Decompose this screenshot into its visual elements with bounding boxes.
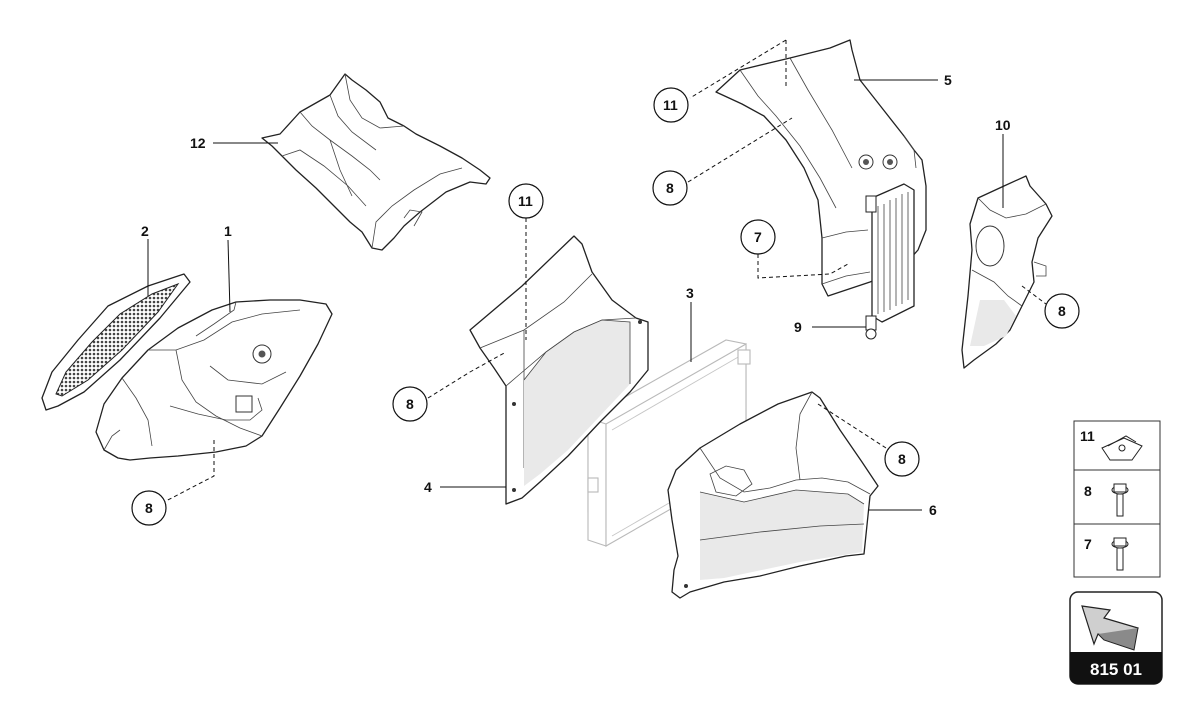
reference-code: 815 01 xyxy=(1090,660,1142,679)
label-8-top: 8 xyxy=(666,180,674,196)
circle-11-top xyxy=(653,87,689,123)
part-9-oil-cooler xyxy=(865,183,915,340)
label-5: 5 xyxy=(944,72,952,88)
label-3: 3 xyxy=(686,285,694,301)
label-7: 7 xyxy=(754,229,762,245)
dash-11-top xyxy=(689,39,787,99)
dash-8-top xyxy=(687,117,793,183)
circle-8-mid xyxy=(392,386,428,422)
legend-label-8: 8 xyxy=(1084,483,1092,499)
circle-8-top xyxy=(652,170,688,206)
label-8-lower: 8 xyxy=(898,451,906,467)
arrow-icon xyxy=(1081,605,1139,651)
part-12-duct xyxy=(261,73,491,251)
label-10: 10 xyxy=(995,117,1011,133)
dash-7 xyxy=(757,254,849,279)
hardware-legend: 11 8 7 xyxy=(1073,420,1161,578)
label-1: 1 xyxy=(224,223,232,239)
label-12: 12 xyxy=(190,135,206,151)
screw-icon xyxy=(1111,483,1129,517)
circle-8-left xyxy=(131,490,167,526)
label-6: 6 xyxy=(929,502,937,518)
label-11-mid: 11 xyxy=(518,193,533,209)
part-10-side-duct xyxy=(961,175,1053,369)
label-8-left: 8 xyxy=(145,500,153,516)
label-9: 9 xyxy=(794,319,802,335)
label-11-top: 11 xyxy=(663,97,678,113)
label-4: 4 xyxy=(424,479,432,495)
circle-8-lower xyxy=(884,441,920,477)
label-8-mid: 8 xyxy=(406,396,414,412)
legend-label-11: 11 xyxy=(1080,428,1095,444)
dash-8-left xyxy=(163,440,215,503)
part-3-radiator xyxy=(579,339,751,547)
leader-1 xyxy=(227,239,231,313)
circle-11-mid xyxy=(508,183,544,219)
circle-7 xyxy=(740,219,776,255)
part-2-mesh-grille xyxy=(41,273,191,411)
dash-8-mid xyxy=(427,351,507,399)
dash-8-right xyxy=(1021,285,1047,305)
clip-nut-icon xyxy=(1101,435,1143,461)
circle-8-right xyxy=(1044,293,1080,329)
legend-label-7: 7 xyxy=(1084,536,1092,552)
label-2: 2 xyxy=(141,223,149,239)
label-8-right: 8 xyxy=(1058,303,1066,319)
part-4-duct-panel xyxy=(469,235,649,505)
part-6-lower-duct xyxy=(667,391,879,599)
reference-badge: 815 01 xyxy=(1069,591,1163,685)
part-1-duct-housing xyxy=(95,299,333,461)
screw-icon xyxy=(1111,537,1129,571)
